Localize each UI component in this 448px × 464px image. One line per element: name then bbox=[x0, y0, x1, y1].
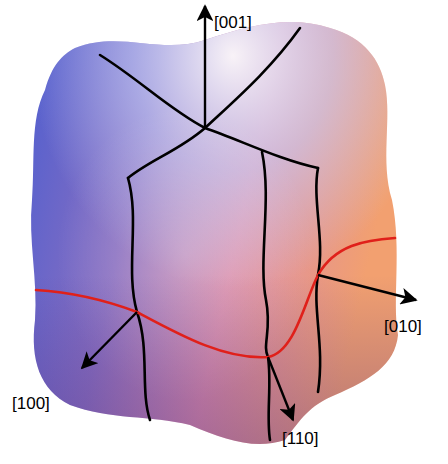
axis-label: [100] bbox=[12, 395, 50, 412]
axis-label: [001] bbox=[214, 14, 252, 31]
axis-arrows bbox=[82, 6, 416, 420]
surface bbox=[31, 22, 398, 444]
axis-label: [110] bbox=[282, 430, 319, 447]
equator-curve bbox=[36, 238, 395, 357]
axis-label: [010] bbox=[384, 318, 422, 335]
meridian-curves bbox=[100, 28, 320, 440]
